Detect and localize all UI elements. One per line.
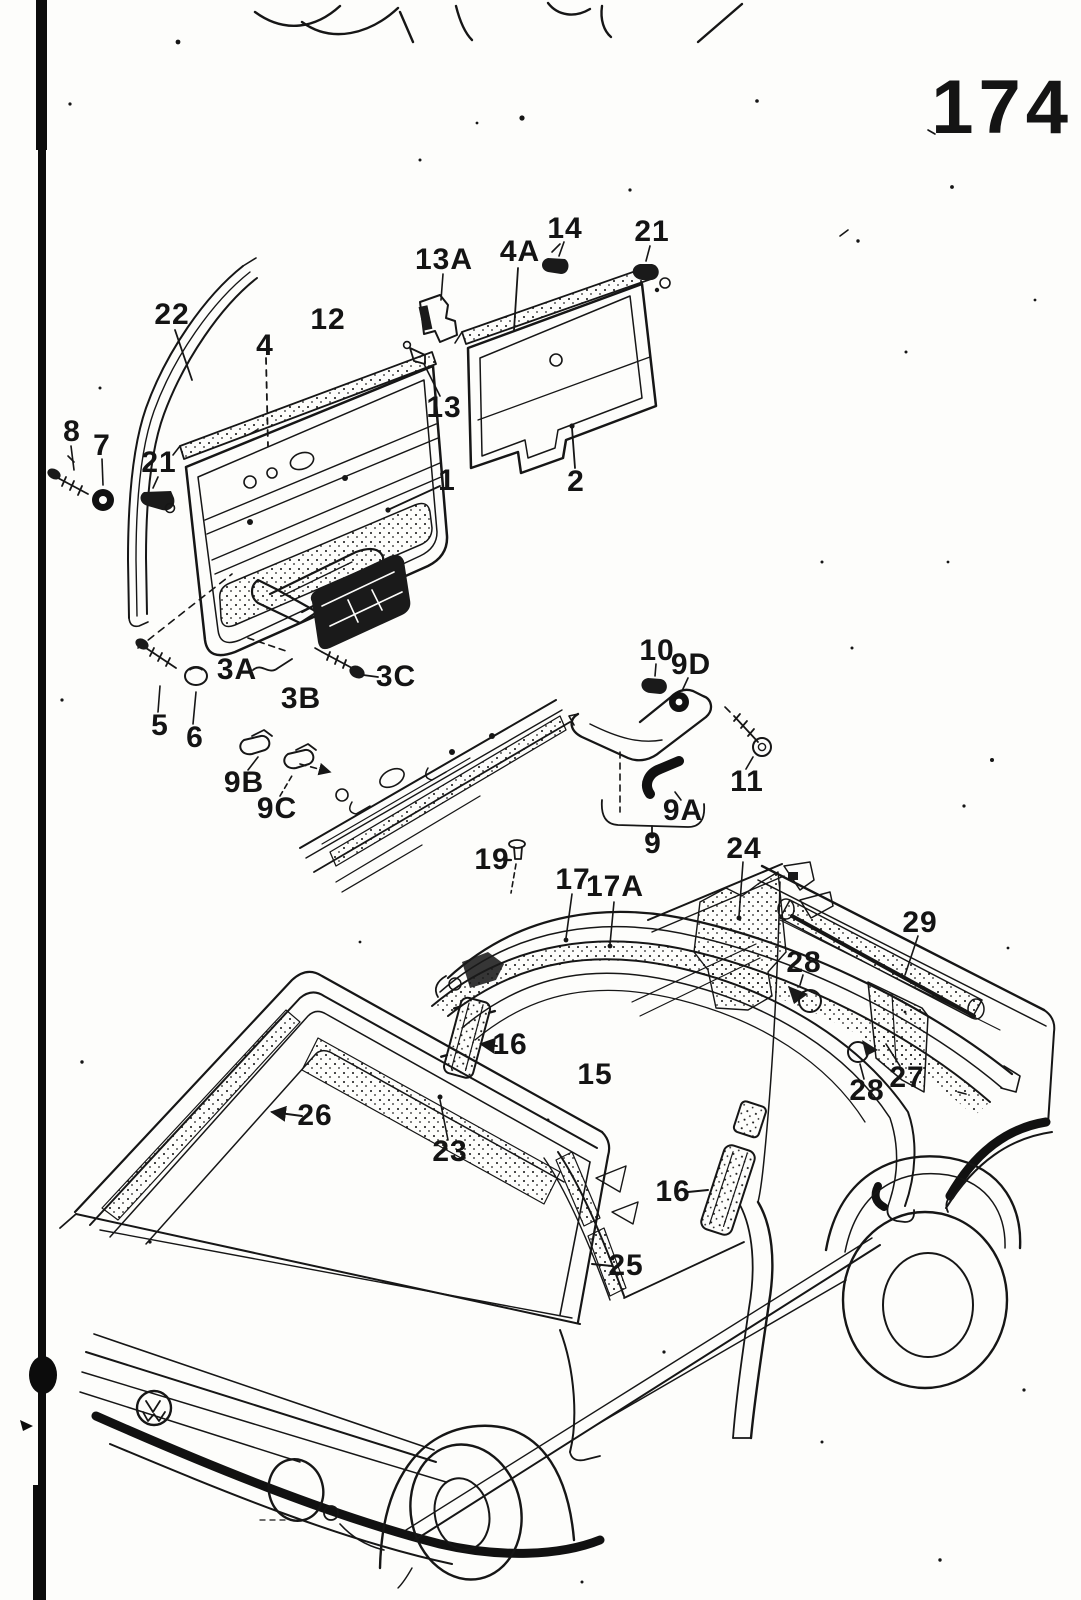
pillar-trim-strip-16-lower — [700, 1100, 767, 1236]
callout-21: 21 — [634, 215, 670, 248]
callout-21: 21 — [141, 446, 177, 479]
callout-5: 5 — [151, 709, 169, 742]
callout-17: 17 — [555, 863, 591, 896]
callout-1: 1 — [438, 464, 456, 497]
door-pull-handle-group — [568, 663, 772, 839]
sill-trim-strip — [299, 699, 571, 893]
callout-3b: 3B — [280, 682, 322, 715]
door-top-trim-strip — [172, 351, 437, 460]
callout-9d: 9D — [670, 648, 712, 681]
callout-11: 11 — [730, 765, 764, 798]
callout-24: 24 — [726, 832, 762, 865]
callout-10: 10 — [639, 634, 675, 667]
callout-9b: 9B — [223, 766, 265, 799]
callout-13a: 13A — [414, 243, 474, 276]
callout-8: 8 — [63, 415, 81, 448]
callout-27: 27 — [889, 1061, 925, 1094]
callout-25: 25 — [608, 1249, 644, 1282]
callout-12: 12 — [310, 303, 346, 336]
callout-16: 16 — [492, 1028, 528, 1061]
callout-26: 26 — [297, 1099, 333, 1132]
window-channel-seal — [127, 257, 258, 628]
callout-9a: 9A — [662, 794, 704, 827]
callout-3a: 3A — [216, 653, 258, 686]
callout-14: 14 — [547, 212, 583, 245]
plug-19 — [502, 839, 526, 894]
cropped-drawing-remnants — [253, 1, 744, 44]
armrest-and-pull — [137, 547, 411, 679]
callout-28: 28 — [786, 946, 822, 979]
screw-8-grommet-7-clip-21 — [47, 445, 176, 514]
callout-9: 9 — [644, 827, 662, 860]
screw-5-and-grommet-6 — [135, 638, 208, 725]
callout-7: 7 — [93, 429, 111, 462]
leader-25 — [591, 1263, 613, 1267]
scan-noise-specks — [60, 39, 1037, 1584]
callout-16: 16 — [655, 1175, 691, 1208]
callout-9c: 9C — [256, 792, 298, 825]
callout-6: 6 — [186, 721, 204, 754]
clips-13a-13-14-21 — [402, 241, 671, 397]
leader-16-lower — [687, 1189, 709, 1193]
leader-16-upper — [479, 1037, 498, 1054]
callout-4: 4 — [256, 329, 274, 362]
callout-4a: 4A — [499, 235, 541, 268]
callout-19: 19 — [474, 843, 510, 876]
callout-3c: 3C — [375, 660, 417, 693]
callout-17a: 17A — [585, 870, 645, 903]
callout-2: 2 — [567, 465, 585, 498]
page-number: 174 — [931, 65, 1073, 150]
callout-15: 15 — [577, 1058, 613, 1091]
door-trim-panel-2 — [466, 282, 658, 475]
callout-22: 22 — [154, 298, 190, 331]
callout-23: 23 — [432, 1135, 468, 1168]
callout-13: 13 — [426, 391, 462, 424]
callout-29: 29 — [902, 906, 938, 939]
callout-28: 28 — [849, 1074, 885, 1107]
door-top-trim-strip-4a — [454, 265, 655, 345]
binding-edge-bar — [20, 0, 57, 1600]
clips-9b-9c — [239, 729, 332, 797]
door-trim-panel-1 — [184, 357, 449, 657]
truck-body-drawing — [59, 861, 1056, 1589]
